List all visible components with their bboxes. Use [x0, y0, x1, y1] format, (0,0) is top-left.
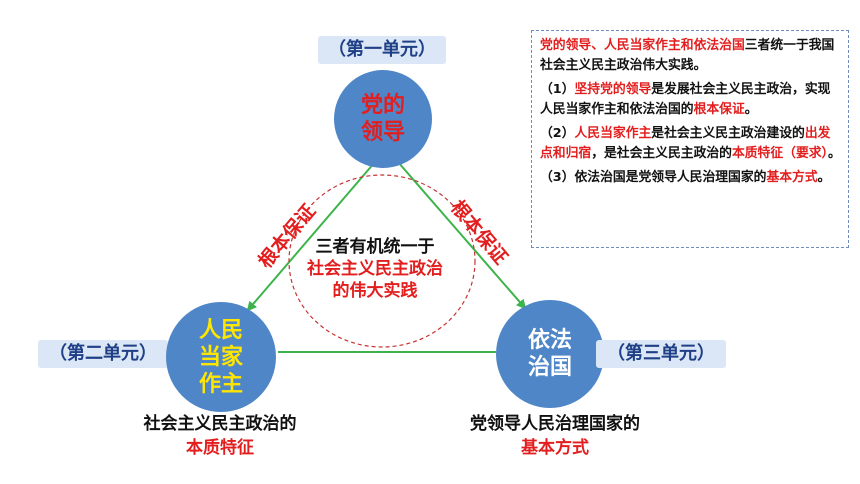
center-statement: 三者有机统一于 社会主义民主政治 的伟大实践: [300, 236, 450, 302]
node-rule-of-law: 依法 治国: [496, 300, 604, 408]
center-line1: 三者有机统一于: [315, 237, 435, 257]
caption-right-line1: 党领导人民治理国家的: [470, 414, 640, 434]
caption-right-line2: 基本方式: [521, 438, 589, 458]
arrow-top-to-left: [246, 161, 376, 312]
node-people-masters: 人民 当家 作主: [166, 302, 276, 412]
info-paragraph-3: （2）人民当家作主是社会主义民主政治建设的出发点和归宿，是社会主义民主政治的本质…: [540, 126, 841, 161]
center-dashed-circle: [288, 174, 476, 348]
node-right-line1: 依法: [527, 328, 572, 353]
center-line2: 社会主义民主政治: [307, 259, 443, 279]
unit-tag-first: （第一单元）: [318, 36, 446, 64]
caption-right: 党领导人民治理国家的 基本方式: [430, 412, 680, 460]
info-box: 党的领导、人民当家作主和依法治国三者统一于我国社会主义民主政治伟大实践。 （1）…: [531, 30, 849, 248]
node-left-line3: 作主: [198, 371, 243, 397]
caption-left-line2: 本质特征: [186, 438, 254, 458]
caption-left-line1: 社会主义民主政治的: [143, 414, 297, 434]
node-top-line2: 领导: [360, 120, 405, 145]
node-party-leadership: 党的 领导: [334, 70, 432, 168]
info-paragraph-2: （1）坚持党的领导是发展社会主义民主政治，实现人民当家作主和依法治国的根本保证。: [540, 82, 831, 117]
center-line3: 的伟大实践: [332, 281, 418, 301]
node-right-line2: 治国: [527, 355, 572, 380]
node-left-line2: 当家: [198, 344, 243, 370]
info-paragraph-4: （3）依法治国是党领导人民治理国家的基本方式。: [540, 170, 831, 185]
unit-tag-second: （第二单元）: [38, 340, 168, 368]
info-paragraph-1: 党的领导、人民当家作主和依法治国三者统一于我国社会主义民主政治伟大实践。: [540, 38, 835, 73]
node-top-line1: 党的: [360, 93, 405, 118]
caption-left: 社会主义民主政治的 本质特征: [100, 412, 340, 460]
node-left-line1: 人民: [198, 317, 243, 343]
unit-tag-third: （第三单元）: [596, 340, 726, 368]
arrow-top-to-right: [397, 161, 527, 310]
